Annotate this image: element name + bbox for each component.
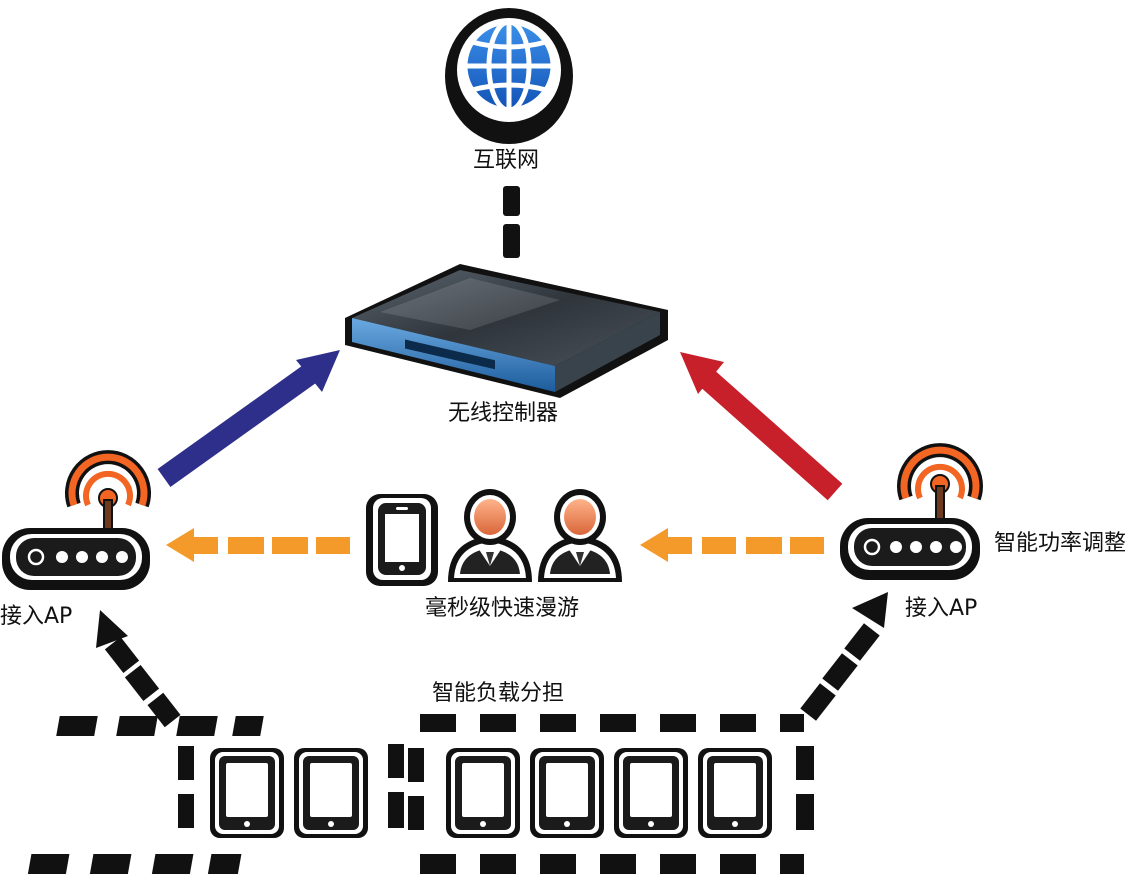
power-adjust-label: 智能功率调整 <box>994 531 1126 556</box>
internet-link <box>503 186 520 258</box>
wireless-controller-icon <box>345 264 668 398</box>
ap-right-icon <box>840 443 983 580</box>
tablet-icons <box>210 748 772 838</box>
red-arrow <box>680 352 843 501</box>
roaming-label: 毫秒级快速漫游 <box>425 596 580 621</box>
roaming-arrow-right <box>640 528 824 562</box>
tablet-icon-2 <box>294 748 368 838</box>
tablet-icon-1 <box>210 748 284 838</box>
smartphone-icon <box>366 494 438 586</box>
globe-icon <box>445 8 573 144</box>
load-arrow-right <box>800 592 888 721</box>
ap-right-label: 接入AP <box>905 596 978 621</box>
tablet-group-left-border <box>27 716 404 874</box>
tablet-icon-4 <box>530 748 604 838</box>
tablet-icon-3 <box>446 748 520 838</box>
ap-left-icon <box>2 450 151 590</box>
internet-label: 互联网 <box>473 148 540 173</box>
tablet-icon-5 <box>614 748 688 838</box>
tablet-group-right-border <box>408 714 814 874</box>
tablet-icon-6 <box>698 748 772 838</box>
blue-arrow <box>157 350 340 487</box>
user-icon-2 <box>538 489 622 582</box>
load-arrow-left <box>96 610 181 728</box>
load-balance-label: 智能负载分担 <box>432 681 565 706</box>
roaming-arrow-left <box>166 528 350 562</box>
controller-label: 无线控制器 <box>448 401 559 426</box>
user-icon-1 <box>448 489 532 582</box>
ap-left-label: 接入AP <box>0 604 73 629</box>
